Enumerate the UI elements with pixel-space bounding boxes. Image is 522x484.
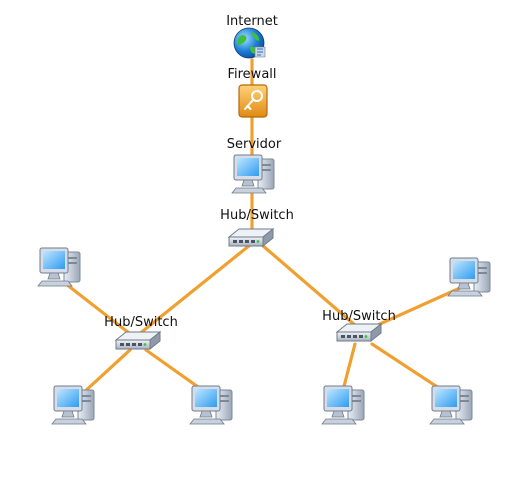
- workstation-computer-icon: [37, 247, 81, 287]
- workstation-computer-icon: [189, 385, 233, 425]
- hub-right-label: Hub/Switch: [322, 309, 396, 324]
- link-hub-righthub: [260, 243, 358, 328]
- link-lefthub-pc: [64, 282, 140, 342]
- server-label: Servidor: [226, 137, 282, 152]
- hub-main-label: Hub/Switch: [220, 208, 294, 223]
- workstation-computer-icon: [51, 385, 95, 425]
- firewall-label: Firewall: [227, 67, 277, 82]
- network-switch-icon: [228, 228, 274, 247]
- network-switch-icon: [115, 331, 161, 350]
- link-lefthub-pc: [80, 348, 132, 396]
- workstation-computer-icon: [321, 385, 365, 425]
- hub-left-label: Hub/Switch: [104, 315, 178, 330]
- server-computer-icon: [231, 154, 275, 194]
- workstation-computer-icon: [429, 385, 473, 425]
- network-switch-icon: [336, 323, 382, 342]
- globe-icon: [233, 27, 266, 59]
- link-hub-lefthub: [136, 243, 252, 337]
- internet-label: Internet: [226, 14, 278, 29]
- connection-lines: [64, 58, 462, 396]
- key-lock-icon: [238, 84, 268, 118]
